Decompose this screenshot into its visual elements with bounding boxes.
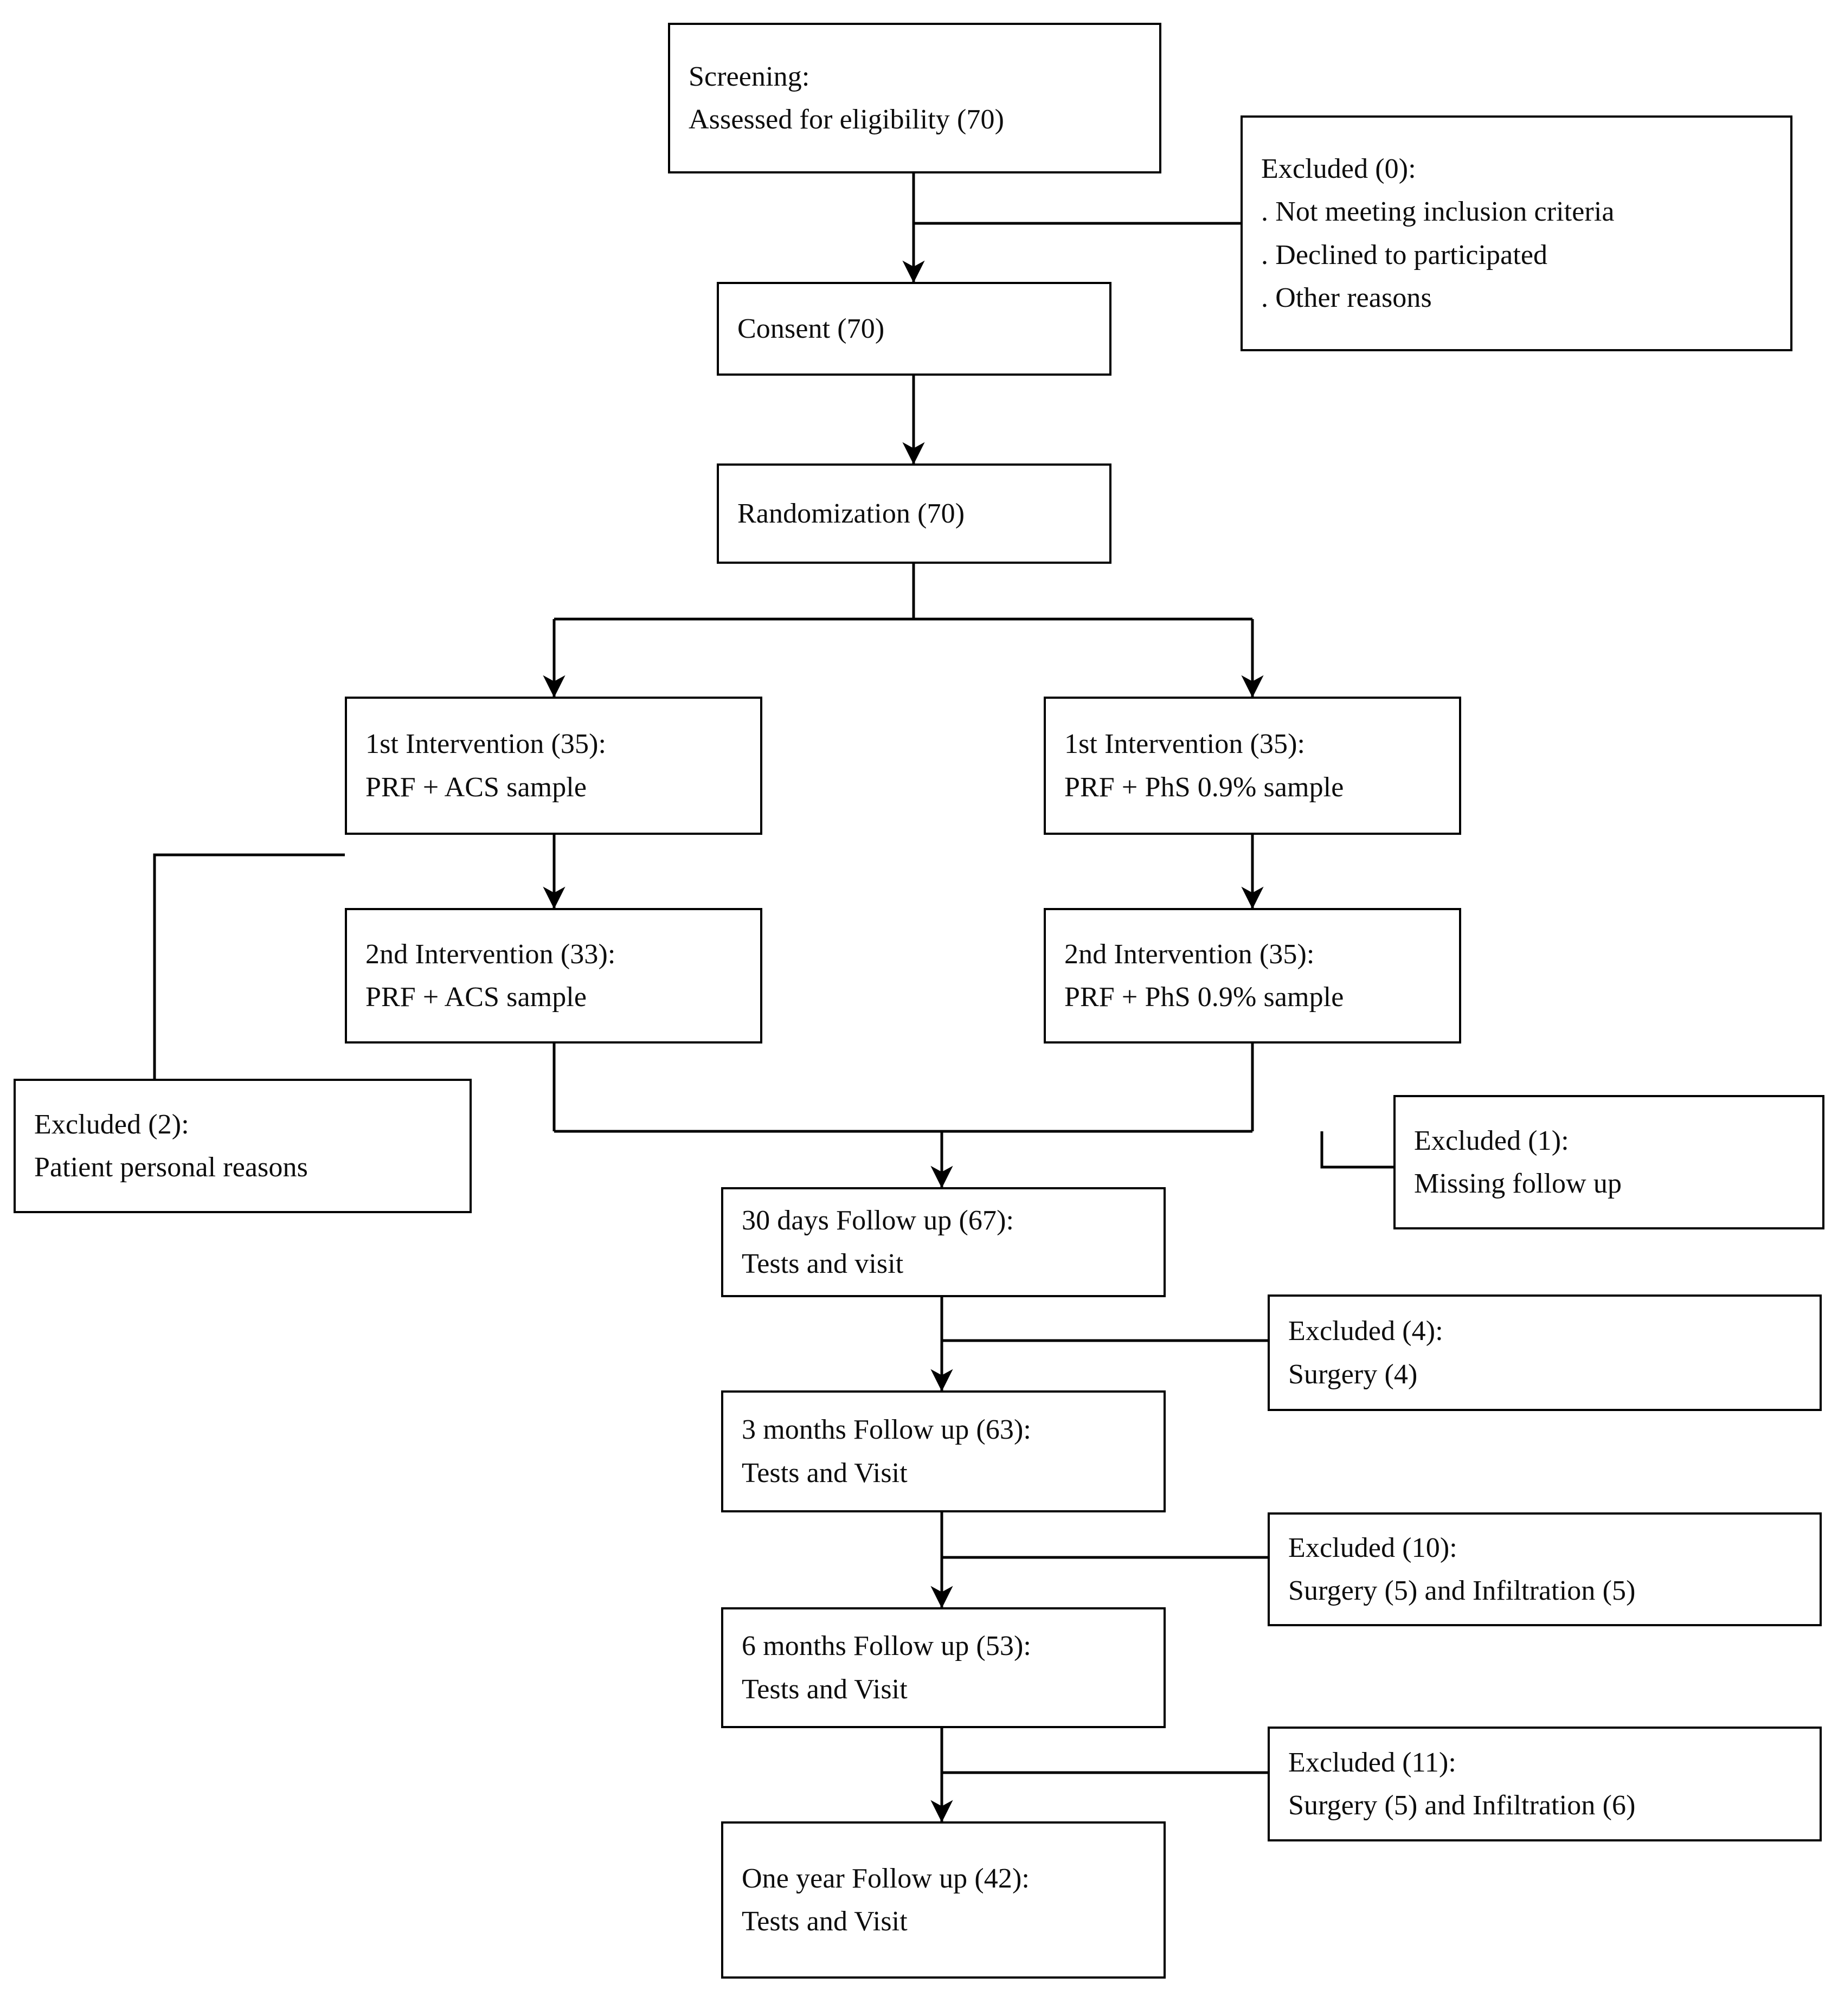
- node-randomization[interactable]: Randomization (70): [717, 463, 1111, 564]
- node-excluded-3months-line1: Excluded (10):: [1288, 1532, 1457, 1563]
- node-excluded-6months[interactable]: Excluded (11): Surgery (5) and Infiltrat…: [1268, 1727, 1822, 1841]
- node-followup-30days-line2: Tests and visit: [742, 1248, 904, 1279]
- node-intervention2-acs-line2: PRF + ACS sample: [365, 982, 587, 1013]
- node-excluded-3months[interactable]: Excluded (10): Surgery (5) and Infiltrat…: [1268, 1512, 1822, 1626]
- node-excluded-3months-line2: Surgery (5) and Infiltration (5): [1288, 1575, 1636, 1606]
- node-screening[interactable]: Screening: Assessed for eligibility (70): [668, 23, 1161, 173]
- node-excluded-screening-line2: . Not meeting inclusion criteria: [1261, 196, 1615, 228]
- node-excluded-6months-line2: Surgery (5) and Infiltration (6): [1288, 1790, 1636, 1821]
- node-followup-6months[interactable]: 6 months Follow up (53): Tests and Visit: [721, 1607, 1166, 1728]
- node-consent-line1: Consent (70): [737, 313, 885, 344]
- node-followup-6months-line2: Tests and Visit: [742, 1673, 908, 1705]
- node-intervention1-phs[interactable]: 1st Intervention (35): PRF + PhS 0.9% sa…: [1044, 697, 1461, 835]
- node-followup-oneyear-line1: One year Follow up (42):: [742, 1863, 1030, 1894]
- node-excluded-phs-line2: Missing follow up: [1414, 1168, 1622, 1199]
- node-intervention1-phs-line1: 1st Intervention (35):: [1064, 729, 1306, 760]
- node-excluded-screening-line4: . Other reasons: [1261, 282, 1432, 313]
- node-intervention2-phs-line2: PRF + PhS 0.9% sample: [1064, 982, 1344, 1013]
- node-randomization-line1: Randomization (70): [737, 498, 965, 529]
- node-excluded-screening[interactable]: Excluded (0): . Not meeting inclusion cr…: [1241, 115, 1792, 351]
- node-intervention1-phs-line2: PRF + PhS 0.9% sample: [1064, 771, 1344, 803]
- node-excluded-6months-line1: Excluded (11):: [1288, 1747, 1456, 1778]
- node-excluded-30days-line2: Surgery (4): [1288, 1358, 1418, 1390]
- node-intervention2-phs[interactable]: 2nd Intervention (35): PRF + PhS 0.9% sa…: [1044, 908, 1461, 1044]
- node-excluded-screening-line1: Excluded (0):: [1261, 153, 1416, 185]
- node-followup-30days[interactable]: 30 days Follow up (67): Tests and visit: [721, 1187, 1166, 1297]
- node-screening-line2: Assessed for eligibility (70): [689, 104, 1005, 135]
- node-intervention2-acs[interactable]: 2nd Intervention (33): PRF + ACS sample: [345, 908, 762, 1044]
- node-excluded-acs-line2: Patient personal reasons: [34, 1152, 308, 1183]
- node-followup-oneyear-line2: Tests and Visit: [742, 1906, 908, 1937]
- node-excluded-acs-line1: Excluded (2):: [34, 1109, 189, 1140]
- node-excluded-acs[interactable]: Excluded (2): Patient personal reasons: [14, 1079, 472, 1213]
- node-intervention1-acs-line1: 1st Intervention (35):: [365, 729, 607, 760]
- node-excluded-30days[interactable]: Excluded (4): Surgery (4): [1268, 1294, 1822, 1411]
- node-followup-oneyear[interactable]: One year Follow up (42): Tests and Visit: [721, 1821, 1166, 1979]
- node-intervention2-phs-line1: 2nd Intervention (35):: [1064, 938, 1315, 970]
- node-consent[interactable]: Consent (70): [717, 282, 1111, 376]
- node-excluded-phs[interactable]: Excluded (1): Missing follow up: [1393, 1095, 1824, 1229]
- node-followup-30days-line1: 30 days Follow up (67):: [742, 1205, 1014, 1236]
- node-followup-3months-line1: 3 months Follow up (63):: [742, 1414, 1031, 1446]
- node-excluded-30days-line1: Excluded (4):: [1288, 1316, 1443, 1347]
- node-excluded-screening-line3: . Declined to participated: [1261, 239, 1548, 270]
- node-followup-3months-line2: Tests and Visit: [742, 1457, 908, 1489]
- connector-acs-to-excluded-2: [153, 853, 345, 1079]
- connector-merge-to-excluded-1: [1320, 1131, 1393, 1169]
- node-followup-3months[interactable]: 3 months Follow up (63): Tests and Visit: [721, 1390, 1166, 1512]
- node-intervention1-acs-line2: PRF + ACS sample: [365, 771, 587, 803]
- node-screening-line1: Screening:: [689, 61, 810, 92]
- node-intervention1-acs[interactable]: 1st Intervention (35): PRF + ACS sample: [345, 697, 762, 835]
- node-followup-6months-line1: 6 months Follow up (53):: [742, 1631, 1031, 1662]
- node-intervention2-acs-line1: 2nd Intervention (33):: [365, 938, 616, 970]
- node-excluded-phs-line1: Excluded (1):: [1414, 1125, 1569, 1156]
